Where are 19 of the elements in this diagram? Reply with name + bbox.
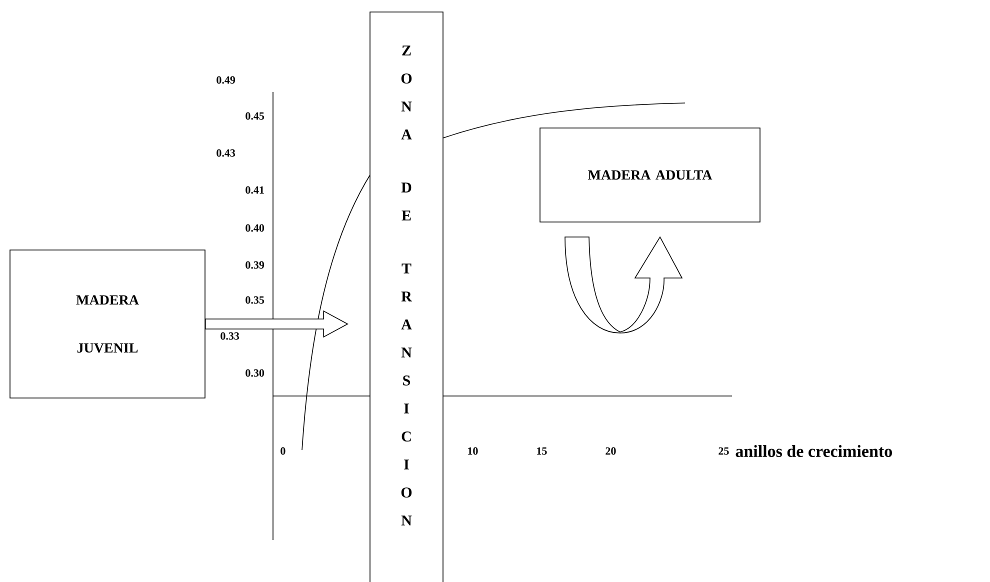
tick-label: 0.33 (220, 332, 240, 340)
tick-label: 20 (606, 447, 616, 455)
tick-label: 0.45 (246, 112, 264, 120)
tick-label: 0.43 (216, 149, 236, 157)
tick-label: 0.35 (246, 296, 264, 304)
axis-title: anillos de crecimiento (736, 445, 892, 457)
block-arrow (205, 310, 348, 338)
label-box: MADERA JUVENIL (10, 250, 206, 398)
tick-label: 0.30 (246, 369, 264, 377)
tick-label: 0.49 (216, 76, 236, 84)
tick-label: 10 (468, 447, 478, 455)
vertical-band: ZONA DE TRANSICION (370, 12, 444, 582)
tick-label: 0.41 (246, 186, 264, 194)
tick-label: 25 (718, 447, 729, 455)
tick-label: 0.40 (246, 224, 264, 232)
tick-label: 15 (537, 447, 547, 455)
tick-label: 0 (280, 447, 286, 455)
tick-label: 0.39 (246, 261, 264, 269)
label-box: MADERA ADULTA (540, 128, 760, 222)
